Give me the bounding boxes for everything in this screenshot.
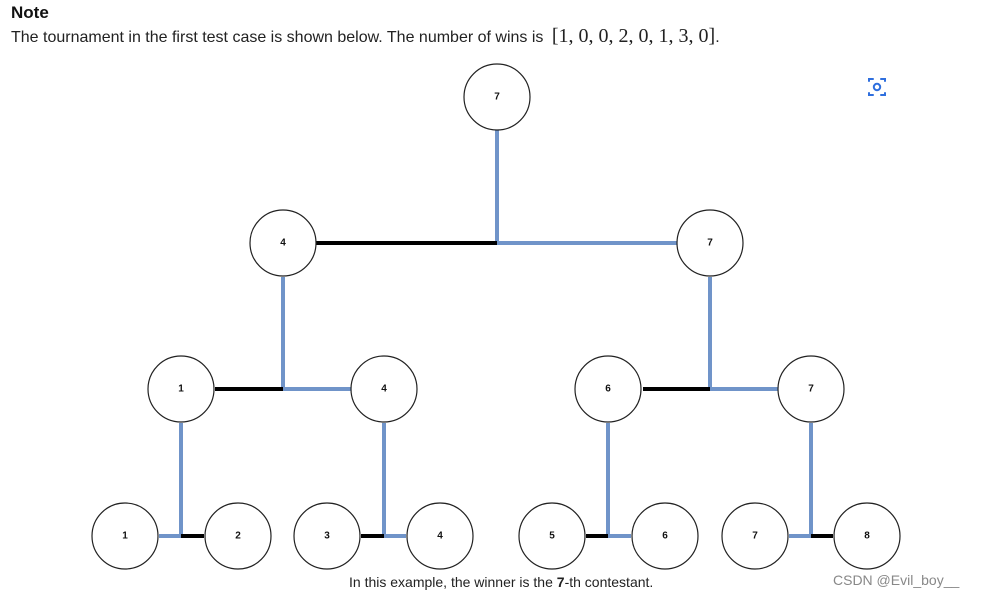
svg-text:7: 7: [494, 92, 500, 103]
node-l1-left: 4: [249, 209, 317, 277]
diagram-caption: In this example, the winner is the 7-th …: [349, 574, 653, 590]
leaf-2: 2: [204, 502, 272, 570]
wins-suffix: .: [715, 29, 720, 46]
leaf-6: 6: [631, 502, 699, 570]
node-root: 7: [463, 63, 531, 131]
leaf-3: 3: [293, 502, 361, 570]
svg-text:6: 6: [662, 531, 668, 542]
node-l2-1: 1: [147, 355, 215, 423]
svg-text:4: 4: [280, 238, 286, 249]
svg-text:8: 8: [864, 531, 870, 542]
note-title: Note: [11, 3, 49, 22]
svg-text:7: 7: [808, 384, 814, 395]
leaf-5: 5: [518, 502, 586, 570]
leaf-1: 1: [91, 502, 159, 570]
scan-icon: [868, 78, 886, 96]
note-text: The tournament in the first test case is…: [11, 25, 720, 48]
node-l1-right: 7: [676, 209, 744, 277]
svg-text:4: 4: [381, 384, 387, 395]
node-l2-2: 4: [350, 355, 418, 423]
svg-text:5: 5: [549, 531, 555, 542]
svg-text:7: 7: [707, 238, 713, 249]
svg-text:2: 2: [235, 531, 241, 542]
caption-prefix: In this example, the winner is the: [349, 574, 553, 590]
leaf-8: 8: [833, 502, 901, 570]
watermark: CSDN @Evil_boy__: [833, 572, 960, 588]
scan-image-button[interactable]: [860, 72, 894, 102]
leaf-7: 7: [721, 502, 789, 570]
svg-text:3: 3: [324, 531, 330, 542]
caption-suffix: -th contestant.: [564, 574, 654, 590]
svg-text:1: 1: [122, 531, 128, 542]
node-l2-3: 6: [574, 355, 642, 423]
note-sentence: The tournament in the first test case is…: [11, 29, 544, 46]
leaf-4: 4: [406, 502, 474, 570]
svg-text:4: 4: [437, 531, 443, 542]
node-l2-4: 7: [777, 355, 845, 423]
svg-text:6: 6: [605, 384, 611, 395]
svg-text:7: 7: [752, 531, 758, 542]
caption-winner: 7: [556, 574, 565, 590]
wins-array: [1, 0, 0, 2, 0, 1, 3, 0]: [551, 25, 716, 47]
svg-text:1: 1: [178, 384, 184, 395]
